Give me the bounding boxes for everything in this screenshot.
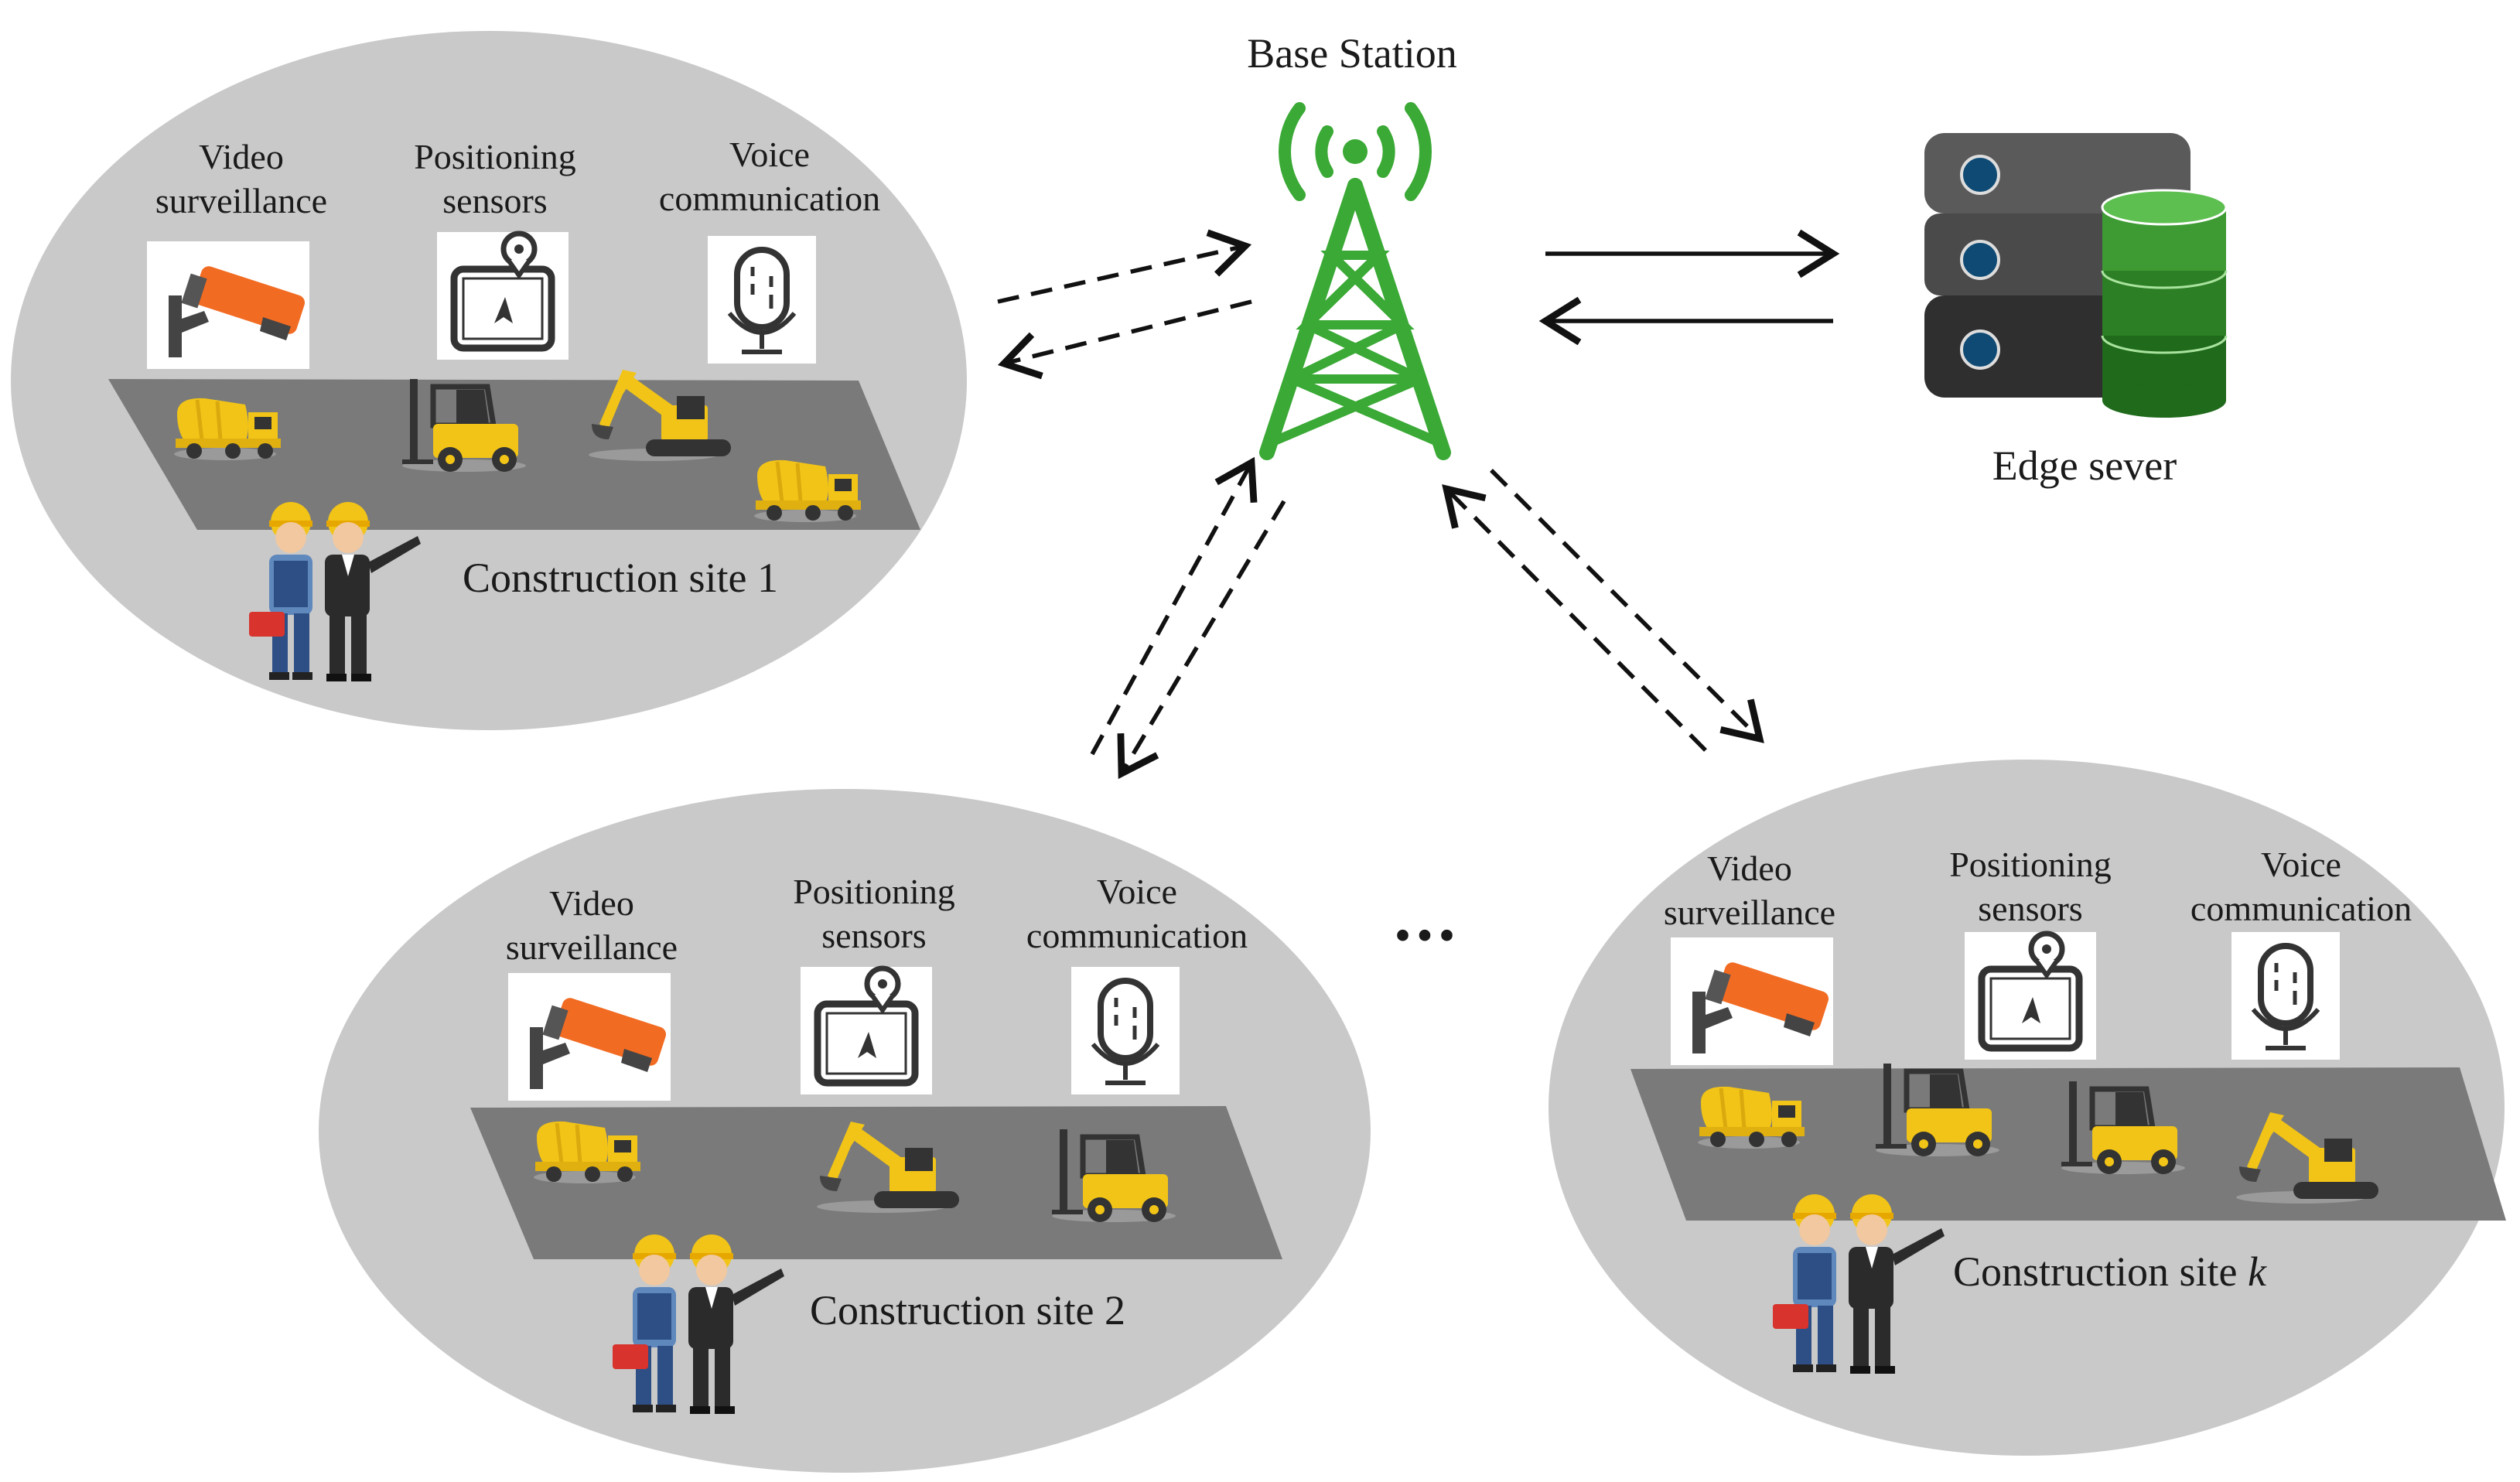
link-sitek-to-bs bbox=[1442, 484, 1707, 752]
surveillance-camera-icon bbox=[508, 973, 671, 1101]
site-k-ground bbox=[1630, 1067, 2506, 1221]
edge-server-label: Edge sever bbox=[1992, 442, 2177, 489]
base-station-label: Base Station bbox=[1247, 30, 1456, 77]
construction-site-2: Video surveillance Positioning sensors V… bbox=[319, 789, 1371, 1473]
site-2-title: Construction site 2 bbox=[810, 1287, 1125, 1333]
site-2-device-2-line1: Positioning bbox=[793, 872, 955, 911]
site-2-device-1-line2: surveillance bbox=[506, 927, 678, 967]
site-1-device-1-line1: Video bbox=[199, 137, 284, 176]
location-tablet-icon bbox=[801, 967, 932, 1094]
site-k-device-3-line2: communication bbox=[2190, 889, 2412, 928]
microphone-icon bbox=[2231, 932, 2340, 1060]
link-site2-to-bs bbox=[1090, 456, 1258, 756]
link-bs-to-site2 bbox=[1117, 500, 1286, 780]
more-sites-ellipsis: ... bbox=[1394, 879, 1460, 955]
site-k-title: Construction site k bbox=[1953, 1248, 2267, 1295]
site-2-device-2-line2: sensors bbox=[821, 916, 926, 955]
site-k-device-1-line1: Video bbox=[1707, 849, 1792, 888]
site-k-device-3-line1: Voice bbox=[2261, 845, 2341, 884]
radio-tower-icon bbox=[1259, 102, 1451, 460]
construction-site-1: Video surveillance Positioning sensors V… bbox=[11, 31, 967, 730]
site-2-device-3-line2: communication bbox=[1026, 916, 1248, 955]
base-station: Base Station bbox=[1247, 30, 1457, 460]
microphone-icon bbox=[708, 236, 816, 364]
site-k-device-2-line2: sensors bbox=[1978, 889, 2082, 928]
link-site1-to-bs bbox=[997, 229, 1252, 304]
site-1-device-3-line2: communication bbox=[659, 179, 880, 218]
database-icon bbox=[2101, 189, 2228, 418]
link-bs-to-sitek bbox=[1490, 469, 1764, 743]
site-1-device-3-line1: Voice bbox=[729, 135, 810, 174]
site-k-device-1-line2: surveillance bbox=[1664, 893, 1835, 932]
location-tablet-icon bbox=[1965, 932, 2096, 1060]
surveillance-camera-icon bbox=[1671, 937, 1833, 1065]
construction-site-k: Video surveillance Positioning sensors V… bbox=[1549, 760, 2506, 1456]
site-1-device-2-line1: Positioning bbox=[414, 137, 576, 176]
site-1-title: Construction site 1 bbox=[463, 555, 778, 601]
microphone-icon bbox=[1071, 967, 1180, 1094]
ellipsis-text: ... bbox=[1394, 879, 1460, 955]
site-2-device-3-line1: Voice bbox=[1097, 872, 1177, 911]
edge-server: Edge sever bbox=[1924, 133, 2228, 489]
link-bs-to-site1 bbox=[997, 299, 1252, 380]
site-k-device-2-line1: Positioning bbox=[1949, 845, 2112, 884]
surveillance-camera-icon bbox=[147, 241, 309, 369]
location-tablet-icon bbox=[437, 232, 569, 360]
site-1-device-2-line2: sensors bbox=[442, 181, 547, 220]
site-2-device-1-line1: Video bbox=[549, 883, 634, 923]
site-1-device-1-line2: surveillance bbox=[155, 181, 327, 220]
links bbox=[997, 229, 1840, 780]
